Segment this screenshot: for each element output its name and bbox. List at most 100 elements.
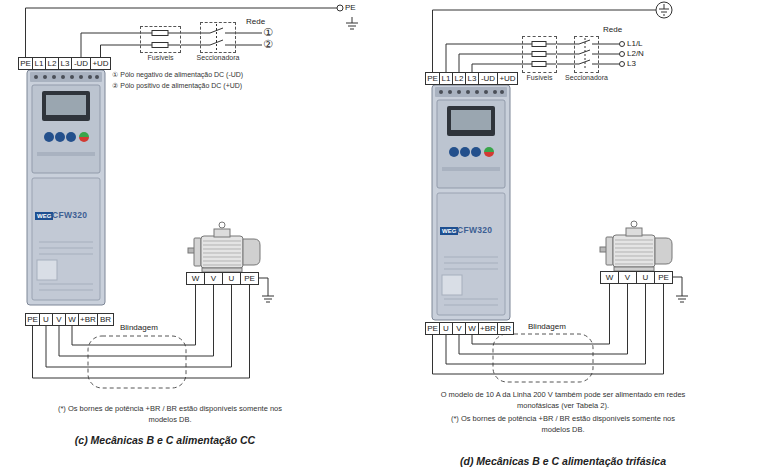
terminal-cell: +UD (497, 72, 518, 85)
terminal-name: -UD (74, 59, 88, 69)
note-text: ② Pólo positivo de alimentação DC (+UD) (112, 81, 242, 91)
terminal-cell: W (465, 322, 479, 335)
terminal-name: W (606, 273, 614, 283)
note-text: ① Pólo negativo de alimentação DC (-UD) (112, 70, 243, 80)
power-wire (446, 44, 522, 72)
power-wire (433, 284, 664, 374)
terminal-name: W (468, 324, 476, 334)
callout-number: ① (263, 27, 273, 39)
power-wire (459, 54, 522, 72)
power-wire (472, 284, 610, 344)
inverter-drawing (432, 85, 510, 320)
terminal-name: L2 (455, 74, 464, 84)
terminal-cell: BR (497, 322, 514, 335)
terminal-cell: L2 (452, 72, 466, 85)
terminal-name: L2 (48, 59, 57, 69)
terminal-name: PE (244, 274, 255, 284)
callout-number: ② (263, 39, 273, 51)
power-wire (46, 285, 232, 367)
supply-label: Rede (246, 17, 265, 27)
terminal-name: L3 (61, 59, 70, 69)
power-wire (181, 45, 200, 46)
earth-symbol (676, 290, 688, 302)
terminal-cell: +BR (478, 322, 498, 335)
terminal-name: U (229, 274, 235, 284)
terminal-name: W (192, 274, 200, 284)
terminal-name: BR (100, 315, 111, 325)
component-group: Fusíveis (522, 36, 557, 73)
terminal-cell: W (65, 313, 79, 326)
power-wire (181, 33, 200, 34)
power-wire (472, 64, 522, 72)
brand-logo: WEG (440, 227, 458, 235)
terminal-name: L3 (627, 59, 636, 69)
power-wire (81, 33, 140, 57)
terminal-cell: PE (654, 271, 673, 284)
terminal-cell: W (186, 272, 205, 285)
terminal-cell: V (618, 271, 637, 284)
terminal-cell: PE (18, 57, 33, 70)
terminal-name: PE (27, 315, 38, 325)
terminal-cell: L1 (32, 57, 46, 70)
terminal-name: BR (500, 324, 511, 334)
terminal-cell: U (222, 272, 241, 285)
terminal-name: W (68, 315, 76, 325)
cable-shield (88, 336, 186, 388)
power-wire (33, 285, 250, 378)
terminal-cell: BR (97, 313, 114, 326)
power-wire (557, 54, 574, 55)
component-label: Seccionadora (197, 53, 240, 62)
terminal-name: V (56, 315, 61, 325)
footnote: (*) Os bornes de potência +BR / BR estão… (45, 403, 295, 425)
terminal-cell: PE (425, 72, 440, 85)
power-wire (72, 285, 196, 345)
power-wire (459, 284, 628, 354)
figure-caption: (d) Mecânicas B e C alimentação trifásic… (418, 455, 708, 468)
terminal-cell: -UD (71, 57, 91, 70)
terminal-name: -UD (481, 74, 495, 84)
terminal-cell: U (636, 271, 655, 284)
figure-caption: (c) Mecânicas B e C alimentação CC (20, 434, 310, 447)
terminal-cell: PE (240, 272, 259, 285)
footnote: (*) Os bornes de potência +BR / BR estão… (440, 413, 686, 435)
shield-label: Blindagem (528, 322, 566, 332)
component-label: Seccionadora (565, 73, 608, 82)
terminal-name: +BR (480, 324, 496, 334)
note-text: O modelo de 10 A da Linha 200 V também p… (438, 389, 688, 411)
terminal-cell: +UD (90, 57, 111, 70)
terminal-name: +UD (92, 59, 108, 69)
terminal-cell: L2 (45, 57, 59, 70)
power-wire (59, 285, 214, 356)
inverter-drawing (27, 70, 105, 305)
supply-label: Rede (603, 25, 622, 35)
earth-symbol (262, 290, 274, 302)
terminal-name: L1 (35, 59, 44, 69)
terminal-cell: V (452, 322, 466, 335)
terminal-name: PE (427, 324, 438, 334)
component-label: Fusíveis (147, 53, 173, 62)
terminal-name: L3 (468, 74, 477, 84)
terminal-name: L2/N (627, 49, 644, 59)
terminal-cell: V (204, 272, 223, 285)
earth-symbol (346, 17, 358, 29)
terminal-name: U (643, 273, 649, 283)
terminal-cell: V (52, 313, 66, 326)
brand-logo: WEG (35, 212, 53, 220)
power-wire (557, 44, 574, 45)
power-wire (101, 45, 141, 57)
terminal-name: U (443, 324, 449, 334)
terminal-name: L1 (442, 74, 451, 84)
fuse-symbol (152, 31, 168, 48)
motor-drawing (600, 221, 672, 271)
terminal-name: PE (658, 273, 669, 283)
terminal-name: PE (427, 74, 438, 84)
terminal-name: +BR (80, 315, 96, 325)
component-group: Seccionadora (200, 22, 236, 53)
terminal-name: PE (20, 59, 31, 69)
power-wire (557, 64, 574, 65)
component-group: Seccionadora (574, 36, 599, 73)
terminal-name: PE (345, 3, 356, 13)
cable-shield (493, 334, 593, 382)
